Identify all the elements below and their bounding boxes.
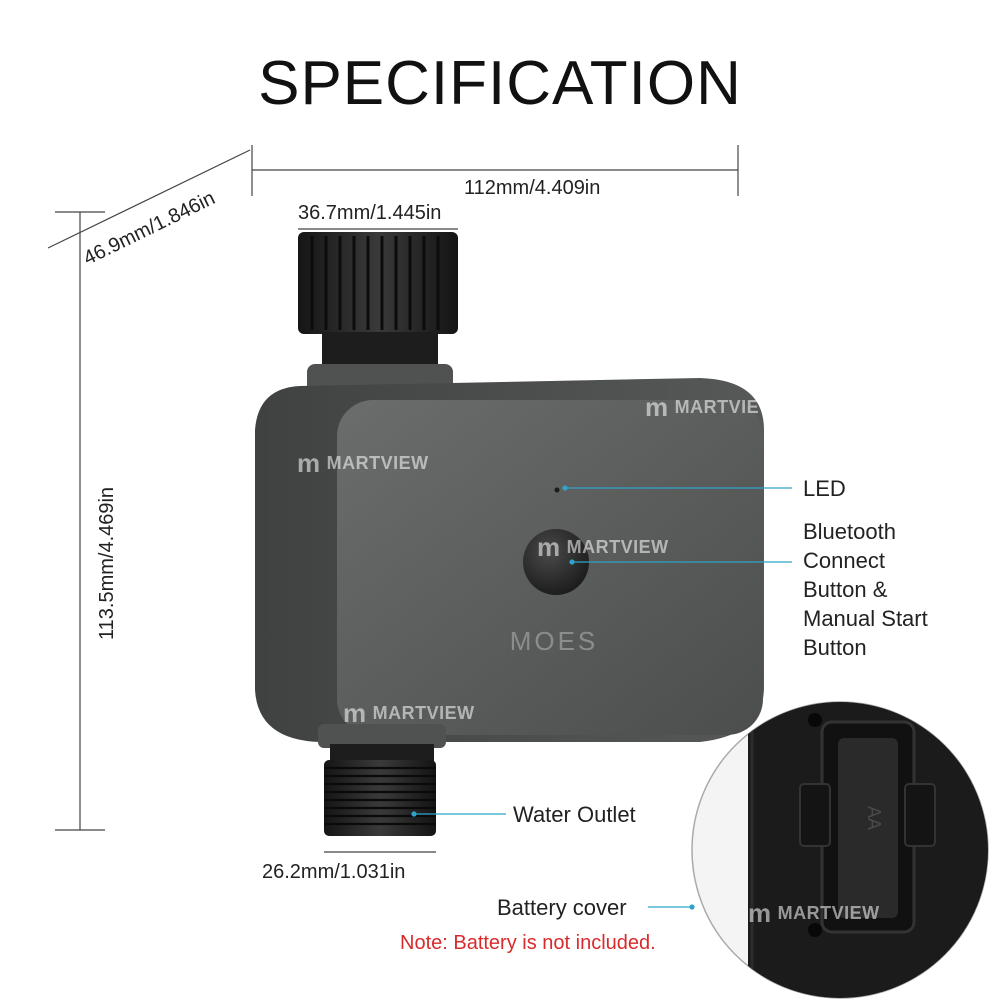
water-outlet-label: Water Outlet [513, 802, 636, 827]
led-label: LED [803, 476, 846, 501]
battery-note: Note: Battery is not included. [400, 932, 656, 954]
battery-cover-inset: AA [691, 701, 989, 999]
battery-cover-imprint: AA [864, 806, 884, 830]
button-label-line-5: Button [803, 635, 867, 660]
page-title: SPECIFICATION [258, 49, 742, 118]
watermark-text: MARTVIEW [674, 397, 777, 417]
watermark-logo-icon: m [343, 698, 367, 728]
outlet-dimension-label: 26.2mm/1.031in [262, 861, 406, 883]
watermark-logo-icon: m [645, 392, 669, 422]
depth-dimension-line [47, 149, 251, 249]
inlet-dimension-label: 36.7mm/1.445in [298, 202, 442, 224]
watermark-text: MARTVIEW [566, 537, 669, 557]
led-callout-dot [562, 485, 568, 491]
watermark-text: MARTVIEW [326, 453, 429, 473]
dimension-lines [47, 145, 739, 853]
button-label-line-2: Connect [803, 548, 885, 573]
height-dimension-label: 113.5mm/4.469in [96, 486, 118, 640]
button-callout-dot [569, 559, 575, 565]
battery-cover-label: Battery cover [497, 895, 627, 920]
watermark-logo-icon: m [297, 448, 321, 478]
watermark-logo-icon: m [748, 898, 772, 928]
watermark-text: MARTVIEW [777, 903, 880, 923]
button-label-line-4: Manual Start [803, 606, 928, 631]
battery-callout-dot [689, 904, 695, 910]
callouts [414, 487, 792, 908]
inlet-connector [298, 232, 458, 394]
outlet-callout-dot [411, 811, 417, 817]
button-label: Bluetooth Connect Button & Manual Start … [803, 517, 928, 662]
bluetooth-manual-button[interactable] [523, 529, 589, 595]
led-indicator [554, 487, 560, 493]
watermark-text: MARTVIEW [372, 703, 475, 723]
watermark-logo-icon: m [537, 532, 561, 562]
brand-logo: MOES [510, 626, 599, 656]
button-label-line-1: Bluetooth [803, 519, 896, 544]
width-dimension-label: 112mm/4.409in [464, 177, 601, 199]
outlet-connector [318, 724, 446, 836]
button-label-line-3: Button & [803, 577, 888, 602]
